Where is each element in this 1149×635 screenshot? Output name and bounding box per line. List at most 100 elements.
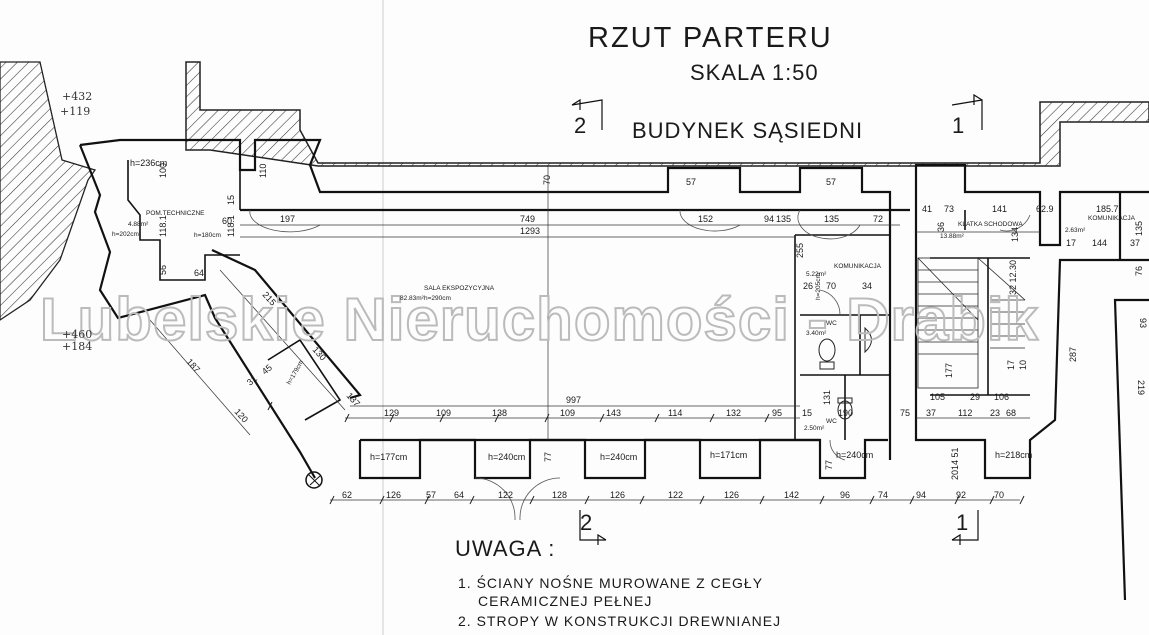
svg-text:20: 20 [950, 470, 960, 480]
wc2-area: 2.50m² [804, 425, 825, 432]
svg-text:10: 10 [1018, 360, 1028, 370]
h-240c: h=240cm [836, 450, 873, 460]
svg-text:77: 77 [543, 452, 553, 462]
svg-text:219: 219 [1136, 380, 1146, 395]
sanitary-fixtures [818, 326, 872, 420]
svg-text:128: 128 [552, 490, 567, 500]
svg-text:749: 749 [520, 214, 535, 224]
svg-text:135: 135 [776, 214, 791, 224]
svg-text:57: 57 [426, 490, 436, 500]
section-mark-top-left: 2 [574, 113, 587, 138]
note-1b: CERAMICZNEJ PEŁNEJ [478, 593, 652, 609]
svg-text:141: 141 [992, 204, 1007, 214]
svg-text:26: 26 [803, 281, 813, 291]
svg-text:129: 129 [384, 408, 399, 418]
comm-height: h=205cm [815, 273, 822, 300]
neighbour-building-hatch [0, 61, 1149, 321]
svg-text:77: 77 [824, 460, 834, 470]
svg-text:100: 100 [158, 163, 168, 178]
section-arrows [571, 93, 983, 545]
staircase [917, 257, 1026, 389]
section-mark-bottom-right: 1 [956, 510, 969, 535]
svg-text:132: 132 [726, 408, 741, 418]
svg-text:70: 70 [542, 175, 552, 185]
tech-h3: h=180cm [194, 232, 221, 239]
svg-text:1293: 1293 [520, 226, 540, 236]
h-240b: h=240cm [600, 452, 637, 462]
dimension-ticks [267, 401, 1025, 505]
comm-area: 5.22m² [806, 271, 827, 278]
notes-heading: UWAGA : [455, 536, 555, 561]
svg-text:17: 17 [1066, 238, 1076, 248]
svg-text:120: 120 [233, 407, 250, 425]
svg-text:36: 36 [936, 222, 946, 232]
svg-text:143: 143 [606, 408, 621, 418]
svg-text:287: 287 [1068, 347, 1078, 362]
svg-text:122: 122 [668, 490, 683, 500]
hall-area: 82.83m² [400, 295, 425, 302]
wc1-area: 3.40m² [806, 330, 827, 337]
column-symbol [305, 471, 323, 489]
svg-text:68: 68 [1006, 408, 1016, 418]
svg-text:15: 15 [802, 408, 812, 418]
svg-text:197: 197 [280, 214, 295, 224]
drawing-scale: SKALA 1:50 [690, 60, 819, 85]
tech-h1: h=236cm [130, 158, 167, 168]
watermark: Lubelskie Nieruchomości - Drabik [40, 286, 1039, 353]
h-179: h=179cm [286, 359, 306, 386]
svg-text:45: 45 [260, 362, 274, 376]
svg-text:135: 135 [1134, 221, 1144, 236]
door-swings [249, 209, 1031, 521]
tech-room-name: POM.TECHNICZNE [146, 210, 205, 217]
svg-text:118.1: 118.1 [158, 215, 168, 237]
hall-name: SALA EKSPOZYCYJNA [424, 285, 495, 292]
svg-text:74: 74 [878, 490, 888, 500]
svg-text:126: 126 [610, 490, 625, 500]
svg-text:93: 93 [1138, 318, 1148, 328]
svg-text:94: 94 [916, 490, 926, 500]
hall-height: h=290cm [424, 295, 451, 302]
section-mark-bottom-left: 2 [580, 510, 593, 535]
note-2: 2. STROPY W KONSTRUKCJI DREWNIANEJ [458, 613, 781, 629]
stair-area: 13.88m² [940, 233, 965, 240]
h-171: h=171cm [710, 450, 747, 460]
comm2-name: KOMUNIKACJA [1088, 215, 1136, 222]
svg-text:131: 131 [822, 390, 832, 405]
neighbour-building-label: BUDYNEK SĄSIEDNI [632, 118, 863, 143]
drawing-title: RZUT PARTERU [588, 22, 833, 54]
svg-text:126: 126 [386, 490, 401, 500]
svg-text:41: 41 [922, 204, 932, 214]
h-240a: h=240cm [488, 452, 525, 462]
svg-text:23: 23 [990, 408, 1000, 418]
tech-h2: h=202cm [112, 231, 139, 238]
svg-text:15: 15 [226, 195, 236, 205]
svg-text:106: 106 [994, 392, 1009, 402]
handwritten-level-3: +460 [62, 328, 92, 341]
svg-text:114: 114 [668, 408, 682, 418]
svg-text:72: 72 [873, 214, 883, 224]
svg-text:109: 109 [436, 408, 451, 418]
svg-text:187: 187 [185, 357, 202, 375]
svg-text:997: 997 [566, 395, 581, 405]
svg-text:118.1: 118.1 [226, 215, 236, 237]
svg-text:29: 29 [970, 392, 980, 402]
wc2-name: WC [826, 418, 837, 425]
stair-name: KLATKA SCHODOWA [958, 221, 1023, 228]
svg-text:62.9: 62.9 [1036, 204, 1054, 214]
svg-text:255: 255 [795, 243, 805, 258]
svg-text:190: 190 [838, 408, 853, 418]
room-labels: h=236cm POM.TECHNICZNE 4.88m² h=202cm h=… [112, 158, 1136, 462]
svg-text:152: 152 [698, 214, 713, 224]
section-mark-top-right: 1 [952, 113, 965, 138]
svg-text:64: 64 [194, 268, 204, 278]
svg-text:92: 92 [956, 490, 966, 500]
wc1-name: WC [826, 320, 837, 327]
svg-text:75: 75 [900, 408, 910, 418]
svg-text:60: 60 [222, 216, 232, 226]
svg-text:17: 17 [1006, 360, 1016, 370]
svg-text:73: 73 [944, 204, 954, 214]
svg-text:142: 142 [784, 490, 799, 500]
svg-text:57: 57 [826, 177, 836, 187]
svg-text:134: 134 [1010, 227, 1020, 242]
svg-text:96: 96 [840, 490, 850, 500]
